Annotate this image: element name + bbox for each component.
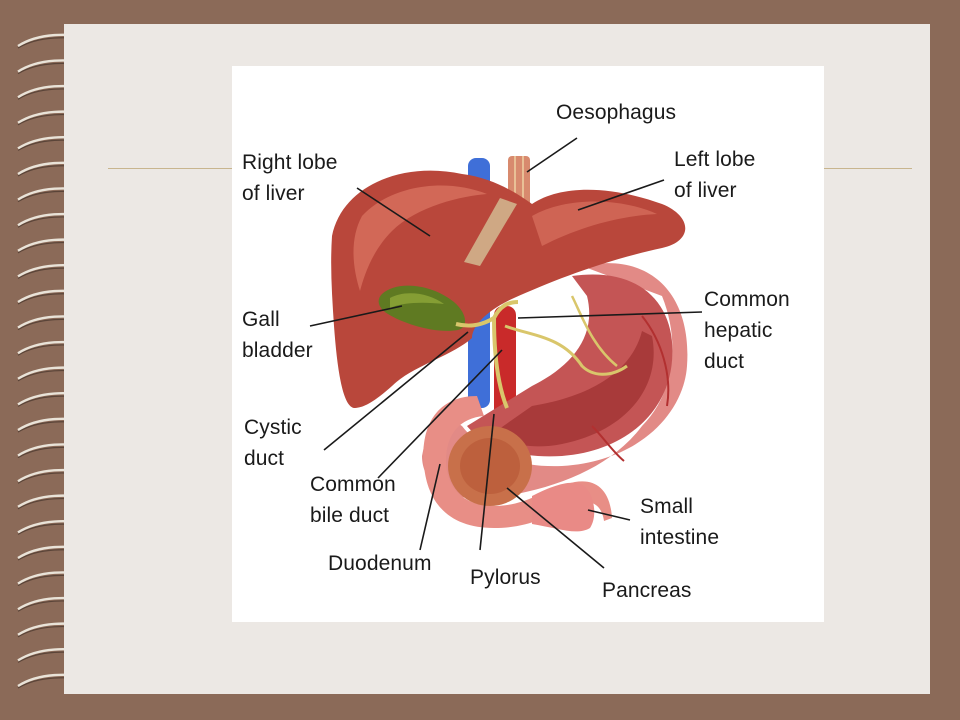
small-vessel	[591, 425, 625, 462]
diagram-illustration	[309, 137, 703, 569]
leader-pylorus	[479, 413, 495, 551]
leader-lines	[309, 137, 703, 569]
gastric-artery	[570, 295, 618, 367]
leader-pancreas	[506, 487, 605, 569]
label-pancreas: Pancreas	[602, 579, 692, 602]
label-pylorus: Pylorus	[470, 566, 541, 589]
label-left-lobe-of-liver: Left lobe of liver	[674, 148, 756, 202]
label-common-bile-duct: Common bile duct	[310, 473, 396, 527]
leader-duodenum	[419, 463, 441, 551]
common-hepatic-duct-line	[492, 300, 519, 319]
leader-gall-bladder	[309, 305, 403, 327]
cystic-duct-line	[455, 316, 496, 328]
label-duodenum: Duodenum	[328, 552, 432, 575]
stomach-inner-wall	[492, 331, 654, 447]
label-right-lobe-of-liver: Right lobe of liver	[242, 151, 338, 205]
small-intestine-shape	[532, 482, 595, 532]
hepatic-artery	[504, 324, 628, 376]
leader-cystic-duct	[323, 331, 469, 451]
leader-common-bile-duct	[377, 349, 503, 479]
label-gall-bladder: Gall bladder	[242, 308, 313, 362]
liver-ligament	[464, 198, 517, 266]
common-bile-duct-line	[492, 317, 509, 409]
liver-highlight	[353, 185, 487, 291]
anatomy-diagram: Oesophagus Right lobe of liver Left lobe…	[232, 66, 824, 622]
leader-right-lobe	[356, 187, 431, 237]
pancreas-texture	[460, 438, 520, 494]
leader-common-hepatic-duct	[517, 311, 703, 319]
stomach	[422, 263, 688, 499]
label-small-intestine: Small intestine	[640, 495, 720, 549]
leader-left-lobe	[577, 179, 665, 211]
label-cystic-duct: Cystic duct	[244, 416, 302, 470]
gall-bladder-highlight	[390, 293, 444, 308]
leader-oesophagus	[526, 137, 578, 173]
page-rule-right	[824, 168, 912, 169]
page-rule-left	[108, 168, 232, 169]
leader-small-intestine	[587, 509, 631, 521]
small-vessel	[641, 315, 670, 407]
liver-left-lobe-highlight	[532, 201, 657, 246]
label-common-hepatic-duct: Common hepatic duct	[704, 288, 790, 373]
label-oesophagus: Oesophagus	[556, 101, 677, 124]
